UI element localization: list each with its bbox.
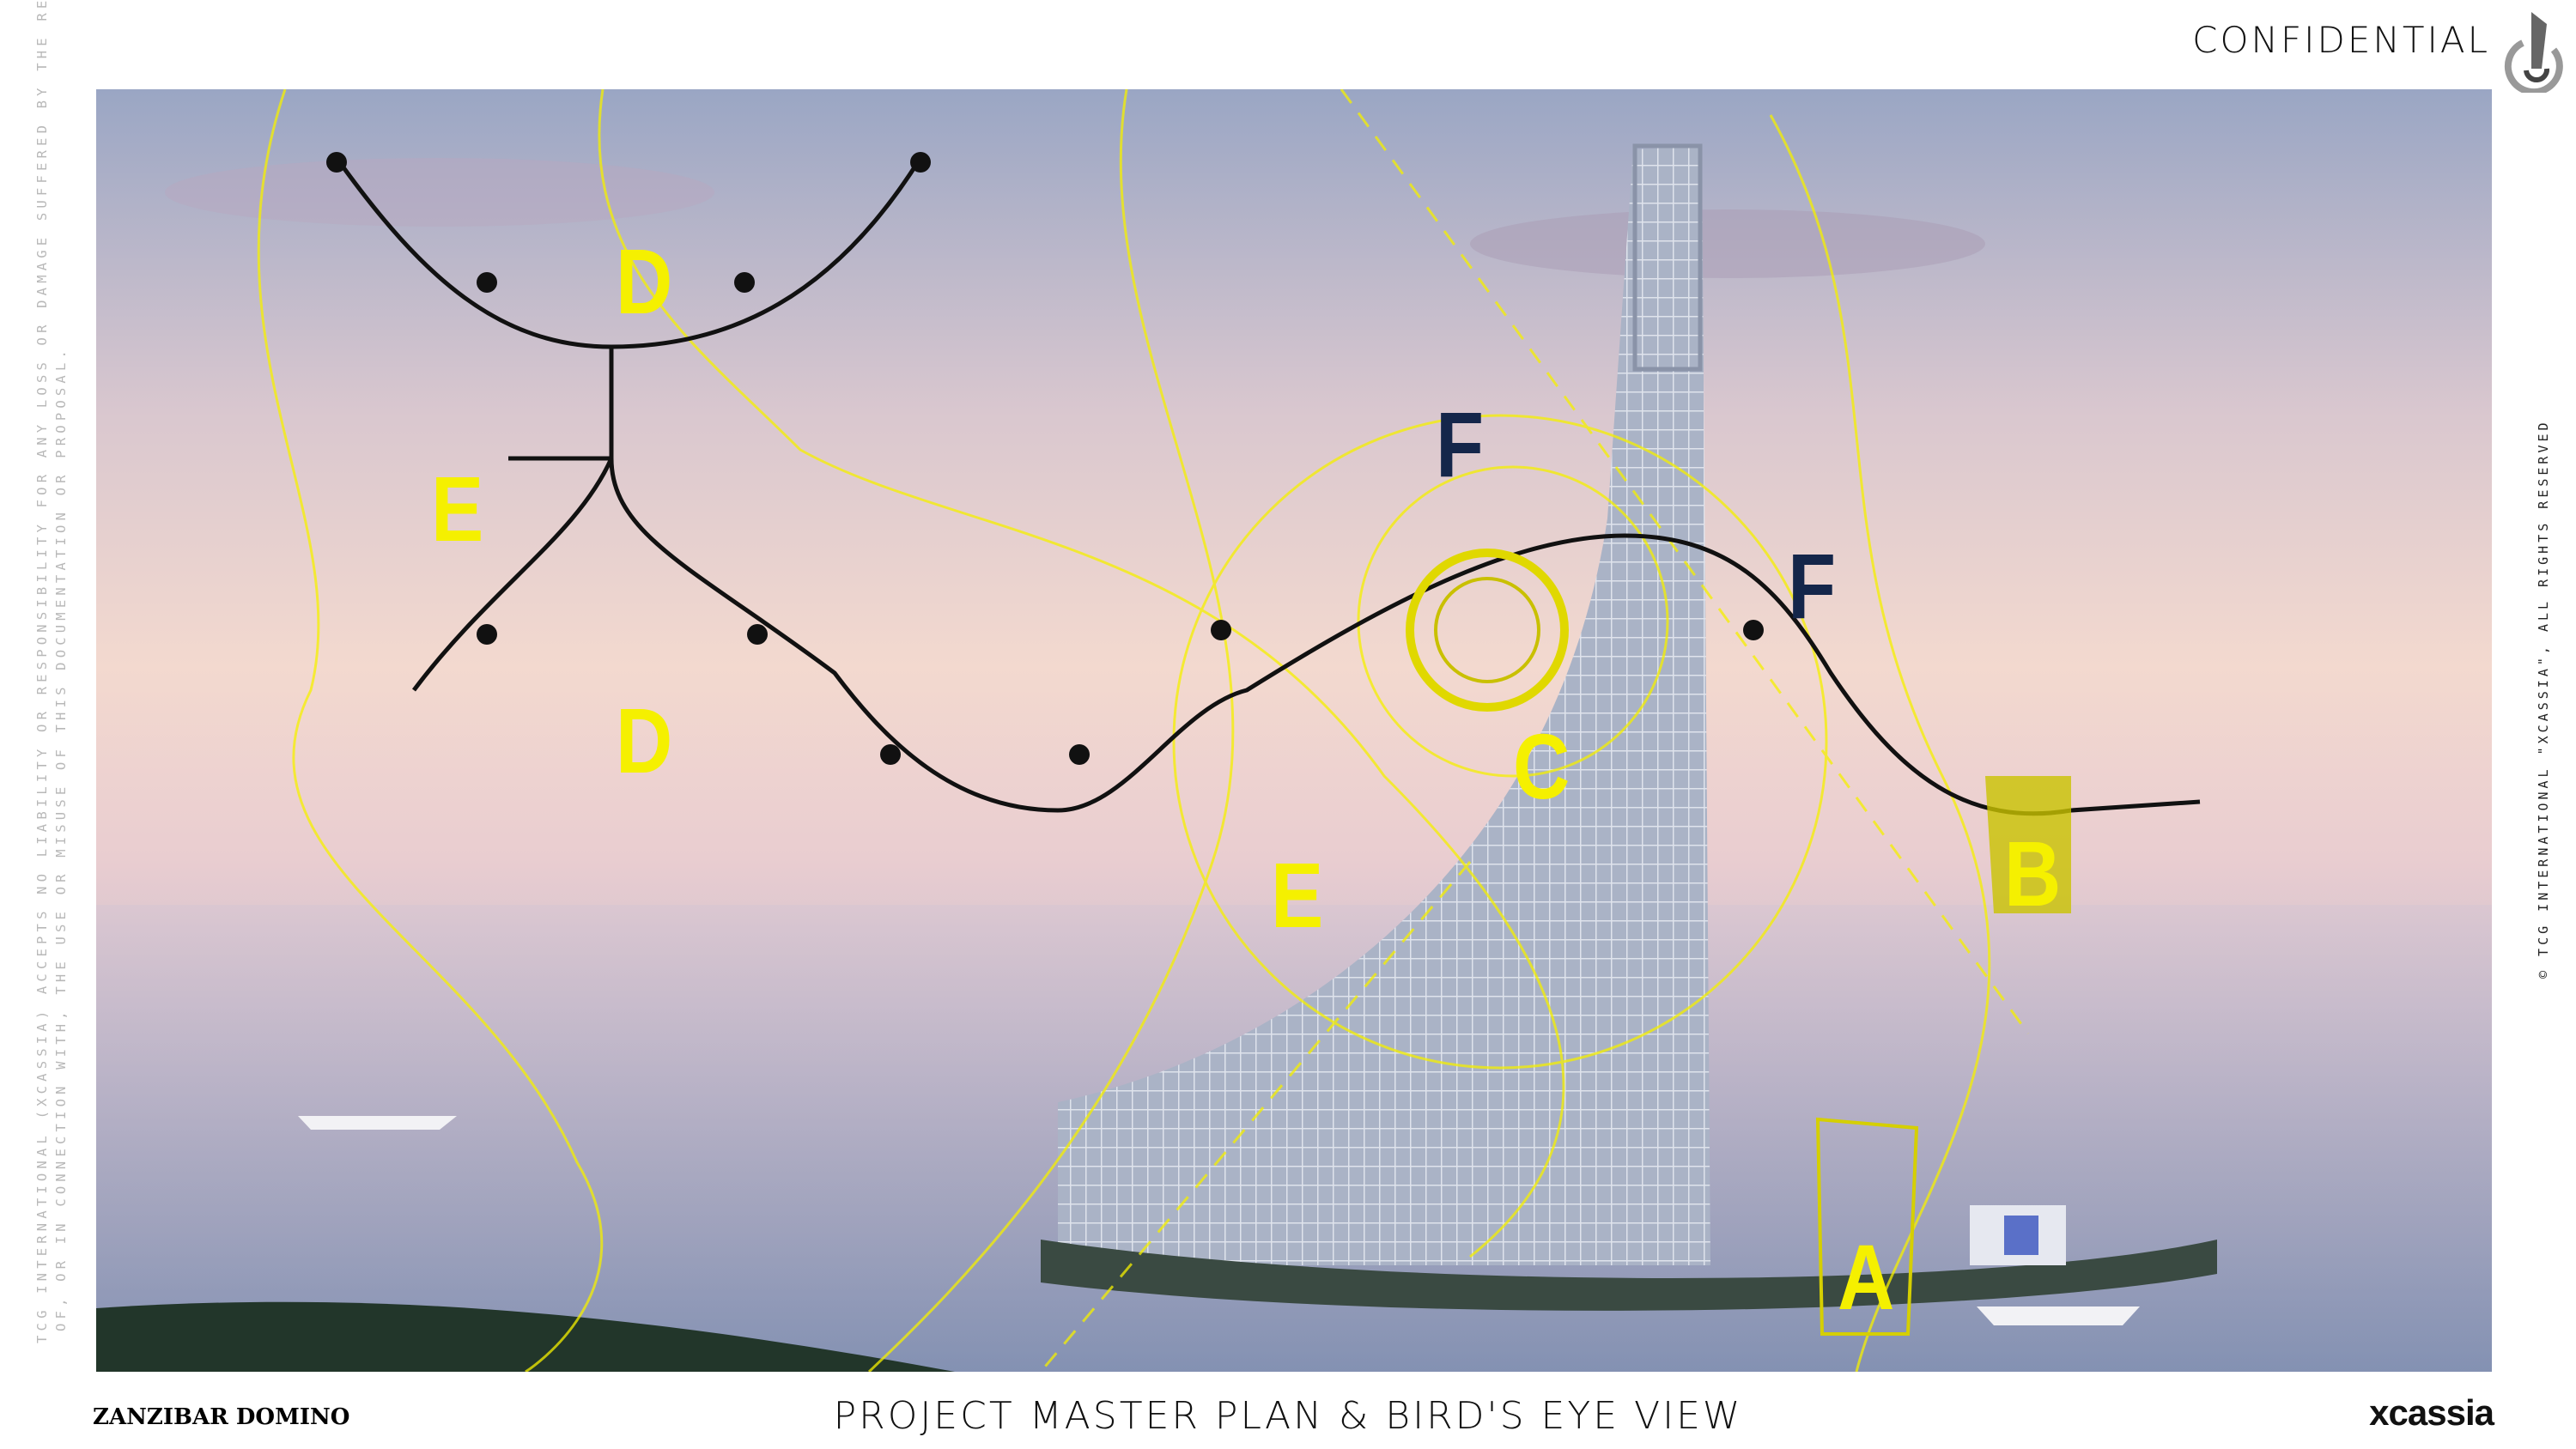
zone-label-d: D xyxy=(616,688,673,792)
disclaimer-line-2: OF, OR IN CONNECTION WITH, THE USE OR MI… xyxy=(53,345,69,1331)
villa-clusters xyxy=(326,152,1764,765)
rendering-canvas xyxy=(96,89,2492,1372)
disclaimer-line-1: TCG INTERNATIONAL (XCASSIA) ACCEPTS NO L… xyxy=(34,0,50,1343)
zone-label-d: D xyxy=(616,229,673,333)
zone-label-e: E xyxy=(431,457,484,561)
zone-label-b: B xyxy=(2004,822,2062,925)
master-plan-rendering: D D E E F F C B A xyxy=(96,89,2492,1372)
island xyxy=(1041,1240,2217,1311)
zone-label-e: E xyxy=(1271,843,1324,947)
project-name: ZANZIBAR DOMINO xyxy=(93,1404,350,1430)
tower-spiral-logo-icon xyxy=(2504,12,2563,93)
marina-grid xyxy=(1815,1117,1919,1336)
tower-building xyxy=(1058,146,1710,1265)
copyright-notice: © TCG INTERNATIONAL "XCASSIA", ALL RIGHT… xyxy=(2536,419,2551,979)
brand-logo: xcassia xyxy=(2369,1392,2494,1433)
zone-label-a: A xyxy=(1838,1225,1895,1329)
page-title: PROJECT MASTER PLAN & BIRD'S EYE VIEW xyxy=(833,1394,1743,1438)
port-zone xyxy=(1985,776,2071,913)
hotel-ring xyxy=(1406,549,1569,712)
confidential-label: CONFIDENTIAL xyxy=(2192,19,2490,61)
yacht xyxy=(298,1116,457,1130)
legal-disclaimer: TCG INTERNATIONAL (XCASSIA) ACCEPTS NO L… xyxy=(33,0,70,1343)
zone-label-f: F xyxy=(1788,534,1837,638)
zone-label-f: F xyxy=(1436,392,1485,496)
contour-overlay xyxy=(257,89,2030,1372)
road-network xyxy=(334,156,2201,816)
zone-label-c: C xyxy=(1513,714,1571,818)
yacht xyxy=(1977,1307,2140,1325)
